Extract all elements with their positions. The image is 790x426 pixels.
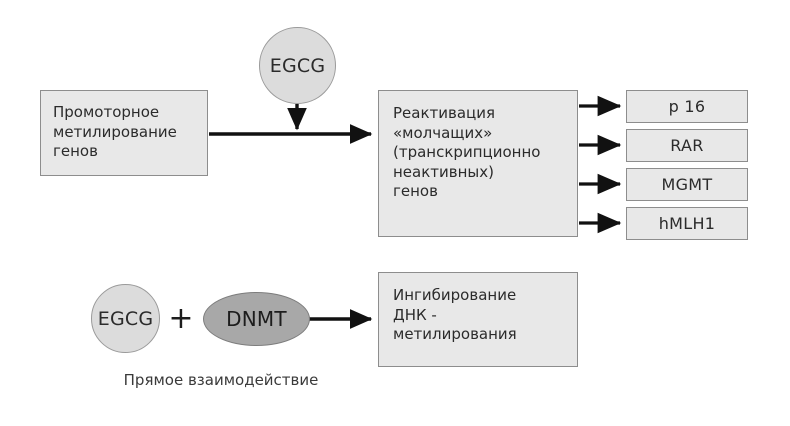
node-gene-hmlh1-label: hMLH1 bbox=[658, 214, 716, 233]
plus-operator-label: + bbox=[168, 301, 194, 336]
node-promoter-methylation: Промоторное метилирование генов bbox=[40, 90, 208, 176]
node-gene-p16: p 16 bbox=[626, 90, 748, 123]
node-egcg-bottom: EGCG bbox=[91, 284, 160, 353]
node-inhibition-label: Ингибирование ДНК - метилирования bbox=[393, 286, 517, 343]
node-gene-p16-label: p 16 bbox=[668, 97, 706, 116]
node-reactivation-label: Реактивация «молчащих» (транскрипционно … bbox=[393, 104, 541, 200]
node-gene-rar: RAR bbox=[626, 129, 748, 162]
node-inhibition: Ингибирование ДНК - метилирования bbox=[378, 272, 578, 367]
node-egcg-top-label: EGCG bbox=[269, 54, 326, 77]
caption-direct-interaction: Прямое взаимодействие bbox=[96, 369, 346, 391]
node-egcg-bottom-label: EGCG bbox=[97, 307, 154, 330]
node-gene-mgmt-label: MGMT bbox=[661, 175, 713, 194]
node-egcg-top: EGCG bbox=[259, 27, 336, 104]
caption-direct-interaction-label: Прямое взаимодействие bbox=[123, 371, 319, 389]
node-gene-mgmt: MGMT bbox=[626, 168, 748, 201]
node-gene-hmlh1: hMLH1 bbox=[626, 207, 748, 240]
plus-operator: + bbox=[166, 303, 196, 335]
node-gene-rar-label: RAR bbox=[670, 136, 704, 155]
node-reactivation: Реактивация «молчащих» (транскрипционно … bbox=[378, 90, 578, 237]
node-dnmt: DNMT bbox=[203, 292, 310, 346]
node-promoter-methylation-label: Промоторное метилирование генов bbox=[53, 103, 177, 160]
node-dnmt-label: DNMT bbox=[226, 307, 287, 331]
